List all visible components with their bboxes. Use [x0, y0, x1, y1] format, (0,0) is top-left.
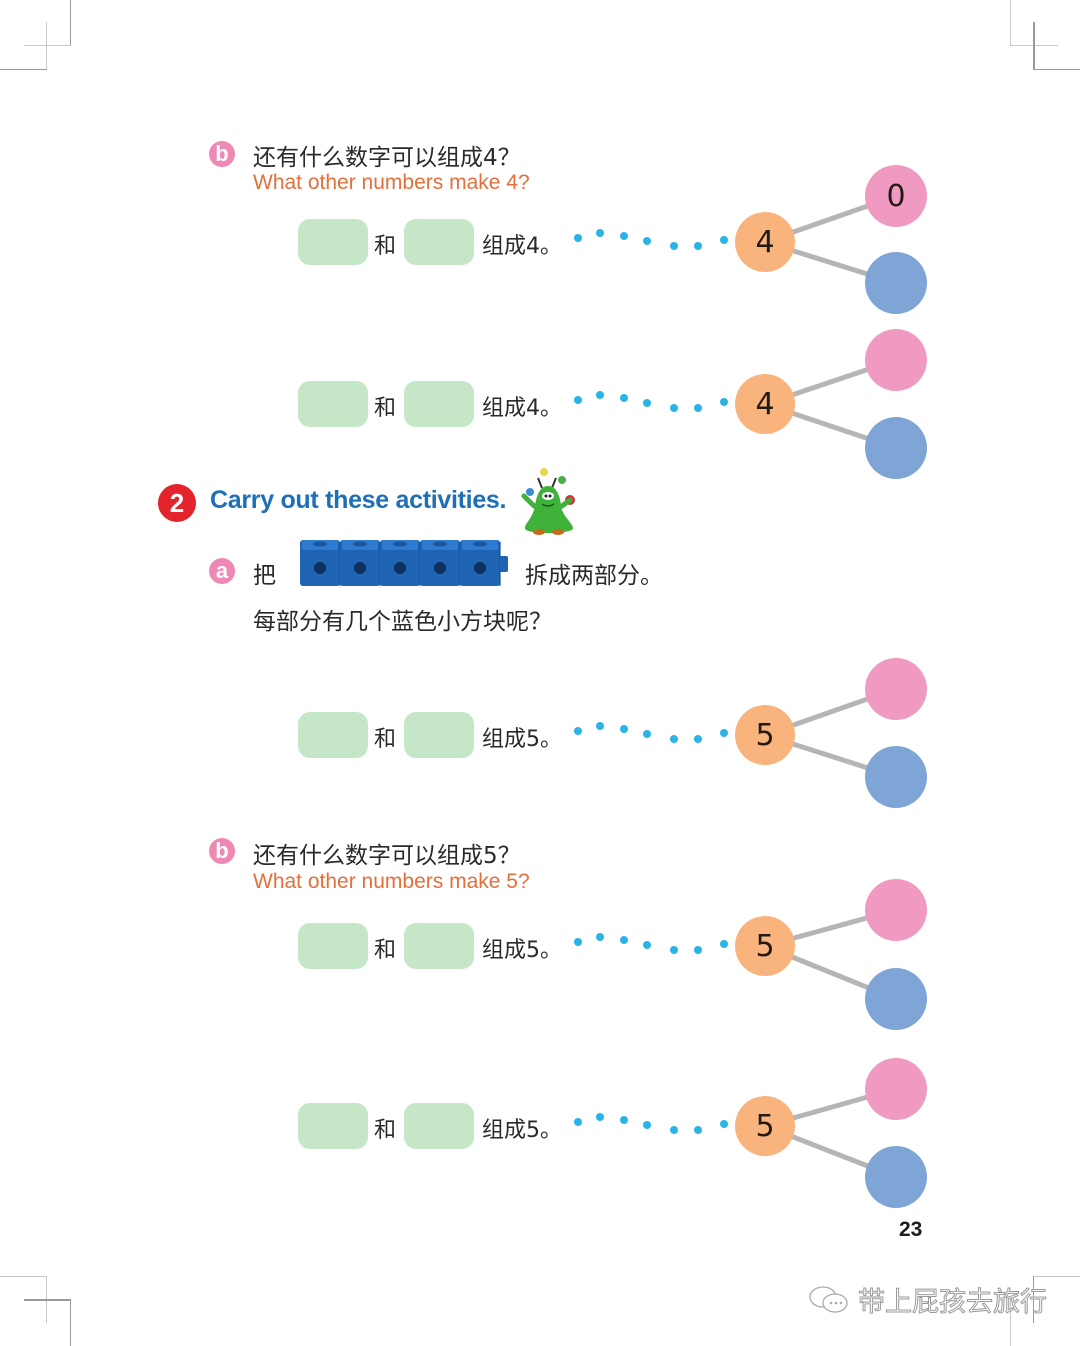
cube [380, 540, 421, 586]
answer-box-right[interactable] [404, 923, 474, 969]
answer-box-left[interactable] [298, 712, 368, 758]
juggling-alien-mascot-icon [521, 468, 575, 535]
watermark-text: 带上屁孩去旅行 [858, 1287, 1048, 1319]
make-total-label: 组成5。 [482, 727, 562, 752]
part-b-badge: b [209, 141, 235, 167]
connector-dot [670, 242, 678, 250]
part-circle-top[interactable] [865, 1058, 927, 1120]
question-en: What other numbers make 5? [253, 870, 530, 893]
part-circle-top[interactable] [865, 879, 927, 941]
answer-box-right[interactable] [404, 381, 474, 427]
five-linking-cubes-icon [300, 540, 508, 586]
section-number-badge: 2 [158, 484, 196, 522]
whole-circle: 4 [735, 212, 795, 272]
instruction-prefix: 把 [253, 563, 276, 589]
and-label: 和 [374, 1118, 397, 1143]
connector-dot [643, 730, 651, 738]
answer-box-right[interactable] [404, 219, 474, 265]
make-total-label: 组成4。 [482, 234, 562, 259]
and-label: 和 [374, 396, 397, 421]
connector-dot [574, 938, 582, 946]
instruction-question: 每部分有几个蓝色小方块呢？ [253, 609, 552, 635]
connector-dot [720, 729, 728, 737]
connector-dot [596, 391, 604, 399]
whole-circle: 5 [735, 1096, 795, 1156]
page-number: 23 [899, 1218, 923, 1241]
connector-dot [694, 735, 702, 743]
make-total-label: 组成5。 [482, 938, 562, 963]
part-b-badge: b [209, 838, 235, 864]
connector-dot [596, 1113, 604, 1121]
make-total-label: 组成4。 [482, 396, 562, 421]
connector-dot [596, 722, 604, 730]
part-circle-bottom[interactable] [865, 252, 927, 314]
and-label: 和 [374, 727, 397, 752]
connector-dot [694, 1126, 702, 1134]
connector-dot [694, 242, 702, 250]
make-total-label: 组成5。 [482, 1118, 562, 1143]
connector-dot [620, 394, 628, 402]
cube [460, 540, 501, 586]
section-title: Carry out these activities. [210, 486, 507, 514]
answer-box-right[interactable] [404, 712, 474, 758]
connector-dot [720, 1120, 728, 1128]
connector-dot [574, 1118, 582, 1126]
cube [340, 540, 381, 586]
wechat-icon [809, 1285, 848, 1313]
connector-dot [694, 404, 702, 412]
connector-dot [596, 933, 604, 941]
part-circle-bottom[interactable] [865, 1146, 927, 1208]
connector-dot [574, 396, 582, 404]
part-circle-bottom[interactable] [865, 968, 927, 1030]
connector-dot [720, 236, 728, 244]
answer-box-left[interactable] [298, 381, 368, 427]
and-label: 和 [374, 938, 397, 963]
connector-dot [670, 946, 678, 954]
connector-dot [670, 404, 678, 412]
answer-box-right[interactable] [404, 1103, 474, 1149]
cube [300, 540, 341, 586]
connector-dot [643, 1121, 651, 1129]
connector-dot [574, 727, 582, 735]
whole-circle: 5 [735, 916, 795, 976]
connector-dot [643, 399, 651, 407]
connector-dot [574, 234, 582, 242]
part-circle-top[interactable] [865, 658, 927, 720]
connector-dot [670, 1126, 678, 1134]
cube [420, 540, 461, 586]
connector-dot [643, 941, 651, 949]
connector-dot [620, 232, 628, 240]
connector-dot [620, 1116, 628, 1124]
part-circle-top[interactable] [865, 329, 927, 391]
connector-dot [720, 398, 728, 406]
part-circle-top[interactable]: 0 [865, 165, 927, 227]
connector-dot [643, 237, 651, 245]
connector-dot [720, 940, 728, 948]
whole-circle: 5 [735, 705, 795, 765]
connector-dot [694, 946, 702, 954]
cube-connector [500, 556, 508, 572]
answer-box-left[interactable] [298, 1103, 368, 1149]
connector-dot [670, 735, 678, 743]
whole-circle: 4 [735, 374, 795, 434]
connector-dot [620, 725, 628, 733]
instruction-suffix: 拆成两部分。 [525, 563, 663, 589]
question-zh: 还有什么数字可以组成4？ [253, 145, 521, 171]
watermark: 带上屁孩去旅行 [808, 1280, 1048, 1319]
question-en: What other numbers make 4? [253, 171, 530, 194]
part-a-badge: a [209, 558, 235, 584]
connector-dot [596, 229, 604, 237]
question-zh: 还有什么数字可以组成5？ [253, 843, 521, 869]
part-circle-bottom[interactable] [865, 746, 927, 808]
connector-dot [620, 936, 628, 944]
answer-box-left[interactable] [298, 219, 368, 265]
answer-box-left[interactable] [298, 923, 368, 969]
and-label: 和 [374, 234, 397, 259]
part-circle-bottom[interactable] [865, 417, 927, 479]
